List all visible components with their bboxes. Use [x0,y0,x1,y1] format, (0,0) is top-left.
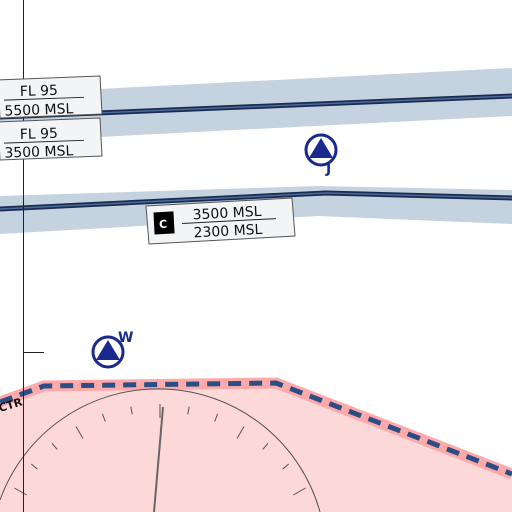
airspace-class-badge [153,211,175,235]
airway-label-middle-top: FL 95 [20,126,59,143]
ctr-boundary [0,380,512,477]
airway-label-upper-top: FL 95 [20,83,59,100]
reporting-point-j[interactable]: J [304,133,338,177]
ctr-area[interactable] [0,383,512,512]
airway-label-lower-divider [182,218,276,224]
compass-tick [30,463,38,470]
airway-line-lower-core [0,192,512,210]
airway-label-upper-divider [4,96,85,101]
compass-tick [236,426,245,439]
compass-tick [187,406,190,415]
reporting-point-w[interactable]: W [91,330,133,369]
compass-tick [130,406,133,415]
airway-label-lower[interactable]: C 3500 MSL 2300 MSL [145,197,296,245]
compass-rose [0,388,321,512]
reporting-point-w-triangle-icon [96,340,120,360]
airway-label-upper[interactable]: FL 95 5500 MSL [0,75,103,120]
reporting-point-j-triangle-icon [309,138,333,158]
airway-label-middle-divider [4,139,85,144]
airway-label-middle[interactable]: FL 95 3500 MSL [0,117,103,162]
compass-tick [293,487,306,496]
airway-label-lower-top: 3500 MSL [192,204,262,224]
compass-tick [102,413,106,422]
airway-label-middle-bottom: 3500 MSL [4,143,74,161]
compass-rose-arc [0,388,321,512]
compass-tick [51,442,58,450]
airspace-class-code: C [159,218,168,231]
compass-needle [153,406,164,512]
compass-tick [214,413,218,422]
reporting-point-w-letter: W [118,330,133,346]
compass-tick [262,442,269,450]
reporting-point-j-letter: J [325,161,331,177]
airway-label-lower-bottom: 2300 MSL [193,222,263,242]
compass-tick [75,426,84,439]
compass-tick [282,463,290,470]
compass-tick [14,487,27,496]
airway-label-upper-bottom: 5500 MSL [4,101,74,119]
